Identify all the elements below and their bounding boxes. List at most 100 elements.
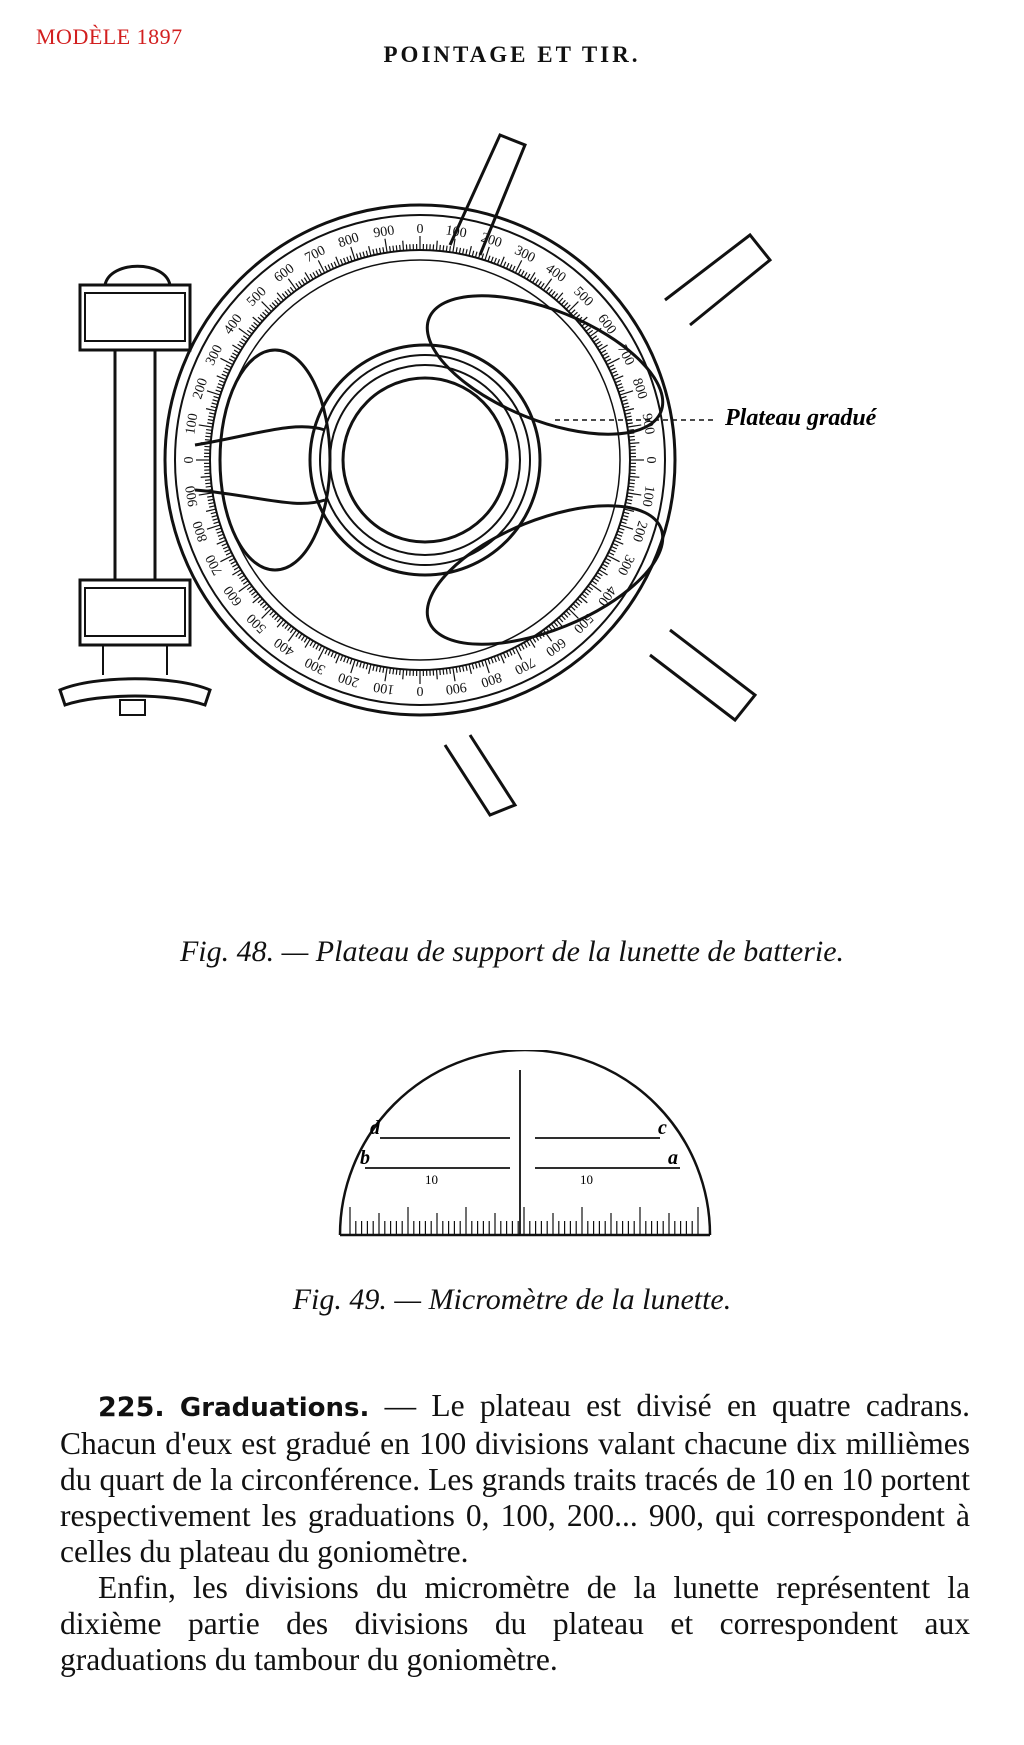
graduation-tick [465,664,468,671]
graduation-tick [534,635,540,641]
graduation-tick [262,311,268,317]
graduation-tick [233,566,240,571]
graduation-tick [548,288,553,295]
graduation-tick [251,324,257,330]
graduation-tick [442,245,445,252]
graduation-tick [499,653,505,664]
graduation-tick [327,649,332,656]
graduation-tick [225,364,232,369]
graduation-tick [213,521,220,525]
graduation-tick [274,299,280,306]
paragraph-225-text: — Le plateau est divisé en quatre cadran… [60,1388,971,1569]
graduation-tick [577,598,583,604]
graduation-tick [627,424,642,428]
graduation-tick [603,355,610,360]
graduation-tick [359,252,362,259]
graduation-tick [261,301,272,312]
graduation-tick [605,557,612,562]
graduation-tick [461,248,465,255]
graduation-tick [502,652,507,659]
graduation-tick [304,638,311,648]
graduation-tick [298,633,303,639]
graduation-tick [542,278,553,291]
graduation-tick [212,399,219,402]
graduation-tick [317,260,326,274]
graduation-tick [532,277,537,284]
graduation-tick [372,249,375,256]
graduation-tick [217,383,224,387]
graduation-tick [221,542,228,547]
graduation-tick [526,640,531,647]
graduation-tick [359,661,362,668]
graduation-tick [555,619,564,628]
graduation-tick [392,668,395,675]
graduation-tick [324,265,329,272]
graduation-label: 800 [336,230,361,251]
graduation-tick [211,402,218,406]
graduation-tick [218,379,225,384]
graduation-tick [511,648,516,655]
graduation-tick [540,282,545,289]
graduation-tick [550,291,556,297]
cutout-upper [425,294,665,436]
graduation-tick [253,593,259,599]
graduation-tick [365,250,369,257]
cutout-left [218,348,332,572]
graduation-tick [617,530,624,534]
graduation-tick [213,395,220,399]
cutout-lower [425,504,665,646]
graduation-tick [579,595,588,604]
graduation-tick [465,249,468,256]
graduation-tick [330,262,335,269]
graduation-tick [600,566,607,571]
graduation-tick [435,240,438,251]
graduation-tick [570,605,576,611]
graduation-label: 400 [543,261,569,285]
graduation-tick [452,238,456,253]
graduation-tick [529,638,536,648]
graduation-tick [542,629,553,642]
graduation-tick [508,264,513,271]
graduation-label: 300 [303,654,329,677]
graduation-tick [298,281,303,287]
graduation-tick [626,498,633,502]
graduation-tick [478,661,481,668]
graduation-tick [529,272,536,282]
spoke-bottom [443,734,518,817]
graduation-tick [577,316,583,322]
graduation-tick [595,574,601,580]
graduation-tick [378,666,382,673]
graduation-tick [205,432,212,435]
letter-a: a [668,1147,678,1169]
graduation-tick [628,482,635,485]
graduation-tick [248,588,255,593]
graduation-tick [200,442,211,445]
graduation-tick [624,508,635,512]
graduation-tick [461,665,465,672]
graduation-tick [626,495,633,498]
graduation-tick [303,277,308,284]
graduation-tick [224,367,231,372]
graduation-label: 400 [272,634,298,658]
graduation-tick [474,662,478,669]
graduation-tick [627,428,634,432]
graduation-tick [553,621,559,627]
graduation-tick [626,422,633,425]
graduation-tick [600,349,607,354]
body-text: 225. Graduations. — Le plateau est divis… [60,1388,970,1678]
graduation-tick [581,321,587,327]
graduation-tick [384,238,388,253]
graduation-label: 0 [417,222,424,237]
graduation-tick [611,545,618,550]
graduation-tick [613,539,624,545]
graduation-tick [368,245,372,256]
graduation-tick [615,379,622,384]
graduation-tick [570,309,576,315]
graduation-tick [563,302,569,308]
graduation-tick [448,246,452,253]
graduation-tick [595,340,601,346]
graduation-tick [445,668,448,675]
graduation-tick [362,662,366,669]
graduation-tick [435,669,438,680]
